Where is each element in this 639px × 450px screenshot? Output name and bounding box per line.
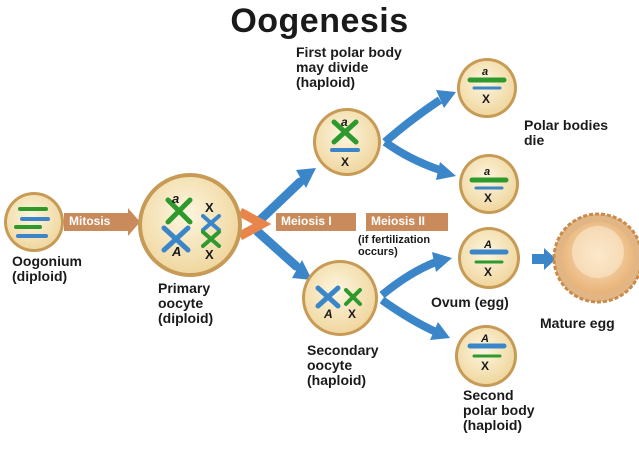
letter-X-ovum: X (484, 265, 492, 279)
letter-X-second-polar: X (481, 359, 489, 373)
polar-body-middle-cell (459, 154, 519, 214)
label-ovum: Ovum (egg) (431, 294, 509, 310)
polar-body-top-cell (457, 58, 517, 118)
mature-egg (552, 212, 639, 304)
ovum-to-egg-arrow (532, 248, 556, 270)
meiosis2-arrows (379, 252, 452, 340)
mitosis-arrowhead (128, 208, 140, 236)
label-polar-bodies-die: Polar bodies die (524, 117, 609, 148)
primary-oocyte-cell (138, 173, 242, 277)
secondary-oocyte-cell (302, 260, 378, 336)
ovum-cell (458, 227, 520, 289)
letter-X-primary-2: X (205, 247, 214, 262)
chromosome-letters: a A X X a X A X a X a X A X A X (171, 66, 492, 373)
letter-A-ovum: A (483, 239, 492, 251)
second-polar-body-cell (455, 325, 517, 387)
letter-a-polar-top: a (482, 66, 488, 78)
letter-a-primary: a (172, 191, 179, 206)
oogonium-cell (4, 192, 64, 252)
meiosis2-box (366, 213, 448, 231)
letter-X-first-polar: X (341, 155, 349, 169)
label-primary-oocyte: Primary oocyte (diploid) (158, 280, 214, 326)
label-mature-egg: Mature egg (540, 315, 615, 331)
polar-split-arrows (382, 90, 456, 180)
label-oogonium: Oogonium (diploid) (12, 253, 82, 284)
letter-a-first-polar: a (341, 115, 348, 129)
letter-X-secondary: X (348, 307, 356, 321)
letter-A-second-polar: A (480, 333, 489, 345)
meiosis2-label: Meiosis II (371, 214, 426, 228)
letter-a-polar-middle: a (484, 166, 490, 178)
first-polar-body-cell (313, 108, 381, 176)
label-second-polar-body: Second polar body (haploid) (463, 387, 535, 433)
mitosis-label: Mitosis (69, 214, 111, 228)
meiosis1-arrows (237, 168, 316, 280)
letter-A-secondary: A (323, 307, 333, 321)
meiosis1-label: Meiosis I (281, 214, 332, 228)
label-first-polar-body: First polar body may divide (haploid) (296, 44, 402, 90)
letter-X-polar-top: X (482, 92, 490, 106)
letter-A-primary: A (171, 244, 181, 259)
label-secondary-oocyte: Secondary oocyte (haploid) (307, 342, 379, 388)
letter-X-primary-1: X (205, 200, 214, 215)
letter-X-polar-middle: X (484, 191, 492, 205)
diagram-title: Oogenesis (230, 2, 409, 40)
mitosis-box (64, 213, 128, 231)
meiosis1-box (276, 213, 356, 231)
label-fertilization-note: (if fertilization occurs) (358, 234, 431, 258)
